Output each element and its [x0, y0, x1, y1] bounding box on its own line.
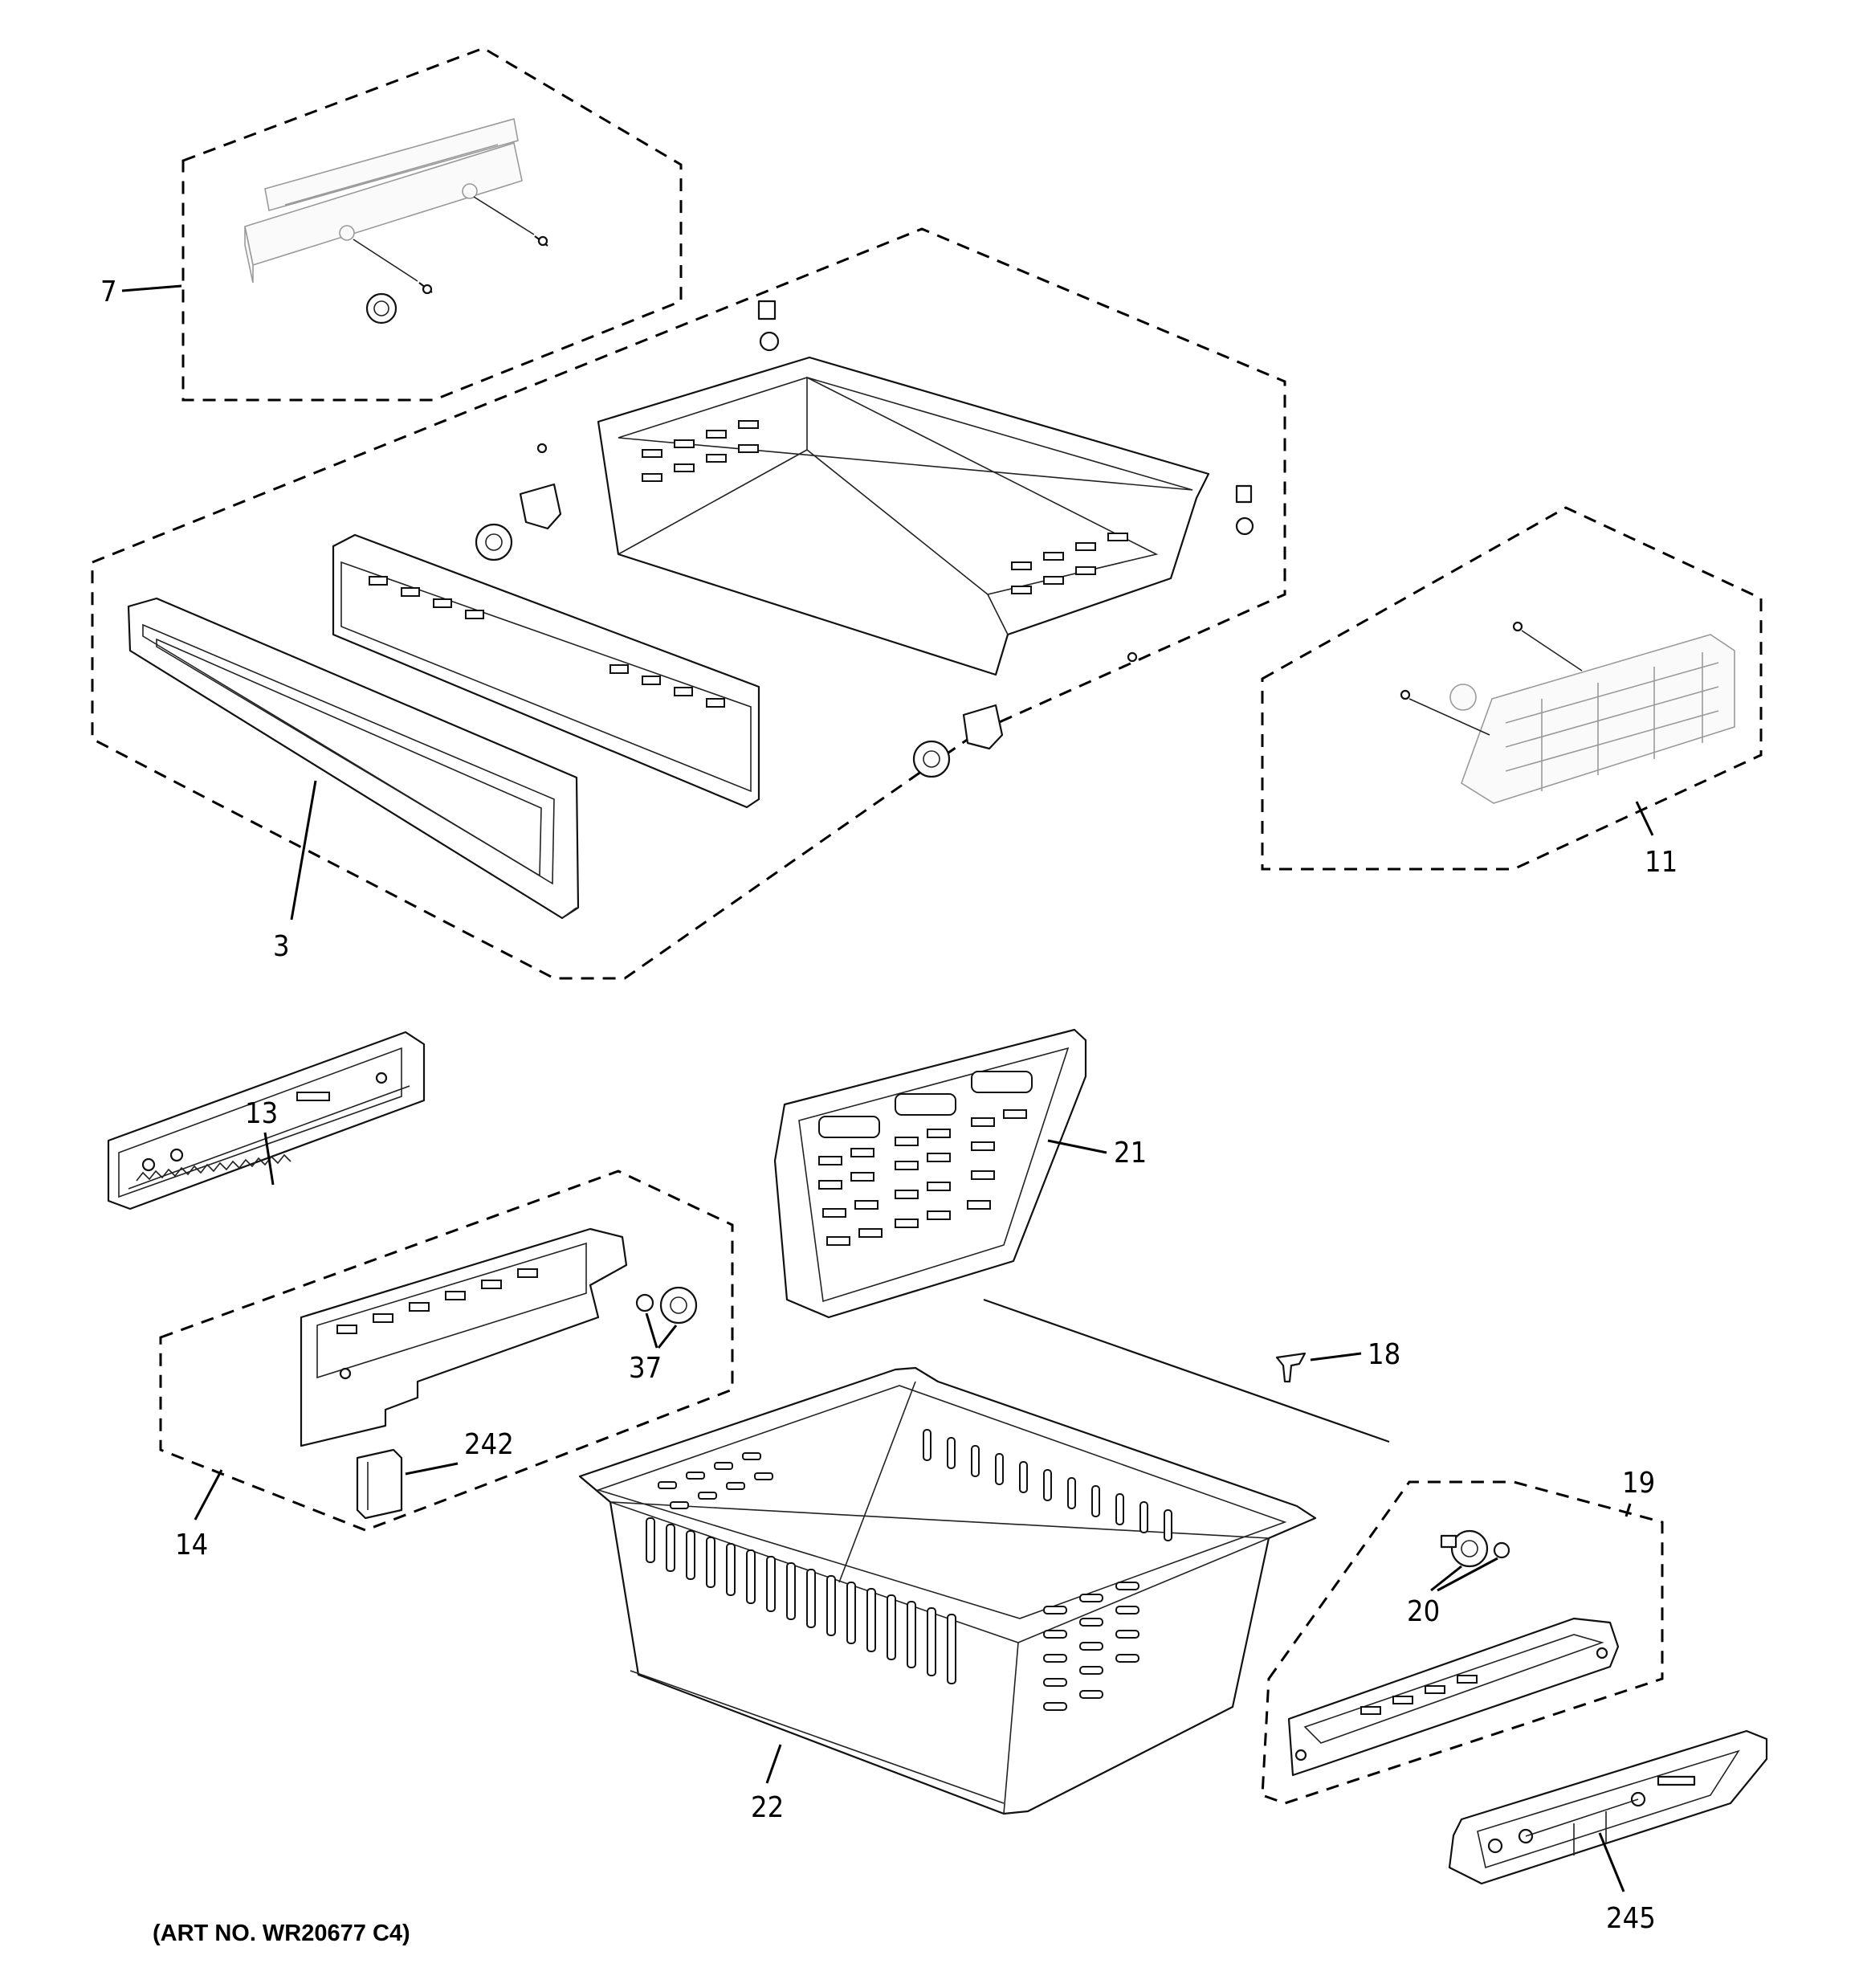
part-group-14: 37 242 14	[159, 1170, 734, 1561]
callout-leader	[194, 1469, 223, 1521]
callout-leader	[765, 1744, 782, 1784]
callout-leader	[1047, 1139, 1107, 1154]
screw-icon	[1400, 689, 1411, 700]
callout-13: 13	[245, 1097, 278, 1130]
part-group-7: 7	[100, 47, 683, 402]
gear-icon	[1440, 1529, 1510, 1568]
basket-slots-front	[646, 1517, 956, 1684]
part-22-basket: 22	[578, 1366, 1317, 1824]
callout-leader	[1430, 1565, 1462, 1592]
basket-slots-back	[923, 1429, 1172, 1541]
callout-leader	[121, 284, 182, 292]
drawer-bin	[597, 356, 1210, 676]
art-number: (ART NO. WR20677 C4)	[153, 1921, 410, 1946]
clip-icon	[1235, 484, 1253, 504]
divider-slots	[818, 1109, 1027, 1246]
screw-icon	[536, 443, 548, 454]
callout-37: 37	[629, 1352, 662, 1385]
frame-slots	[369, 576, 725, 708]
callout-leader	[1437, 1557, 1498, 1592]
callout-leader	[657, 1325, 678, 1349]
callout-leader	[290, 780, 317, 921]
drawer-front-panel	[127, 597, 580, 920]
callout-242: 242	[464, 1428, 514, 1461]
callout-leader	[263, 1132, 275, 1186]
screw-icon	[418, 282, 433, 295]
callout-11: 11	[1645, 846, 1678, 879]
slide-assembly	[1287, 1617, 1620, 1777]
screw-icon	[1512, 621, 1523, 632]
callout-leader	[1625, 1503, 1632, 1517]
part-13-slide-rail: 13	[107, 1031, 426, 1210]
part-242-clip	[356, 1448, 403, 1520]
callout-7: 7	[100, 276, 117, 308]
callout-19: 19	[1622, 1467, 1655, 1500]
part-21-divider: 21	[773, 1028, 1147, 1319]
callout-20: 20	[1407, 1595, 1440, 1628]
roller-icon	[475, 523, 513, 561]
screw-icon	[1127, 651, 1138, 663]
callout-leader	[1310, 1352, 1362, 1361]
callout-leader	[645, 1312, 658, 1349]
part-group-19: 20 19	[1261, 1467, 1664, 1805]
rod-part	[983, 1298, 1390, 1443]
gear-icon	[1449, 684, 1477, 711]
screw-icon	[534, 235, 548, 247]
bracket-icon	[519, 483, 562, 530]
callout-18: 18	[1368, 1338, 1400, 1371]
gear-icon	[759, 331, 780, 352]
bracket-icon	[962, 704, 1004, 750]
gear-icon	[365, 292, 397, 325]
slide-assembly	[300, 1227, 628, 1447]
part-245-end-cap: 245	[1448, 1729, 1768, 1935]
callout-14: 14	[175, 1529, 208, 1561]
part-18-fastener: 18	[1275, 1338, 1400, 1383]
drawer-frame	[332, 533, 760, 809]
callout-21: 21	[1114, 1137, 1147, 1170]
callout-leader	[1598, 1832, 1625, 1892]
callout-leader	[1635, 801, 1654, 836]
basket-slots-inner	[658, 1452, 773, 1509]
basket-slots-side	[1043, 1582, 1139, 1711]
part-group-3: 3	[91, 227, 1286, 980]
callout-3: 3	[273, 930, 290, 963]
callout-22: 22	[751, 1791, 784, 1824]
roller-icon	[912, 740, 951, 778]
cover-part	[1461, 634, 1735, 804]
gear-icon	[635, 1286, 698, 1325]
gear-icon	[1235, 516, 1254, 536]
bin-slots	[642, 420, 1128, 594]
bracket-part	[244, 117, 535, 284]
callout-leader	[405, 1462, 459, 1476]
clip-icon	[757, 300, 777, 320]
callout-245: 245	[1606, 1902, 1656, 1935]
part-group-11: 11	[1261, 506, 1763, 879]
